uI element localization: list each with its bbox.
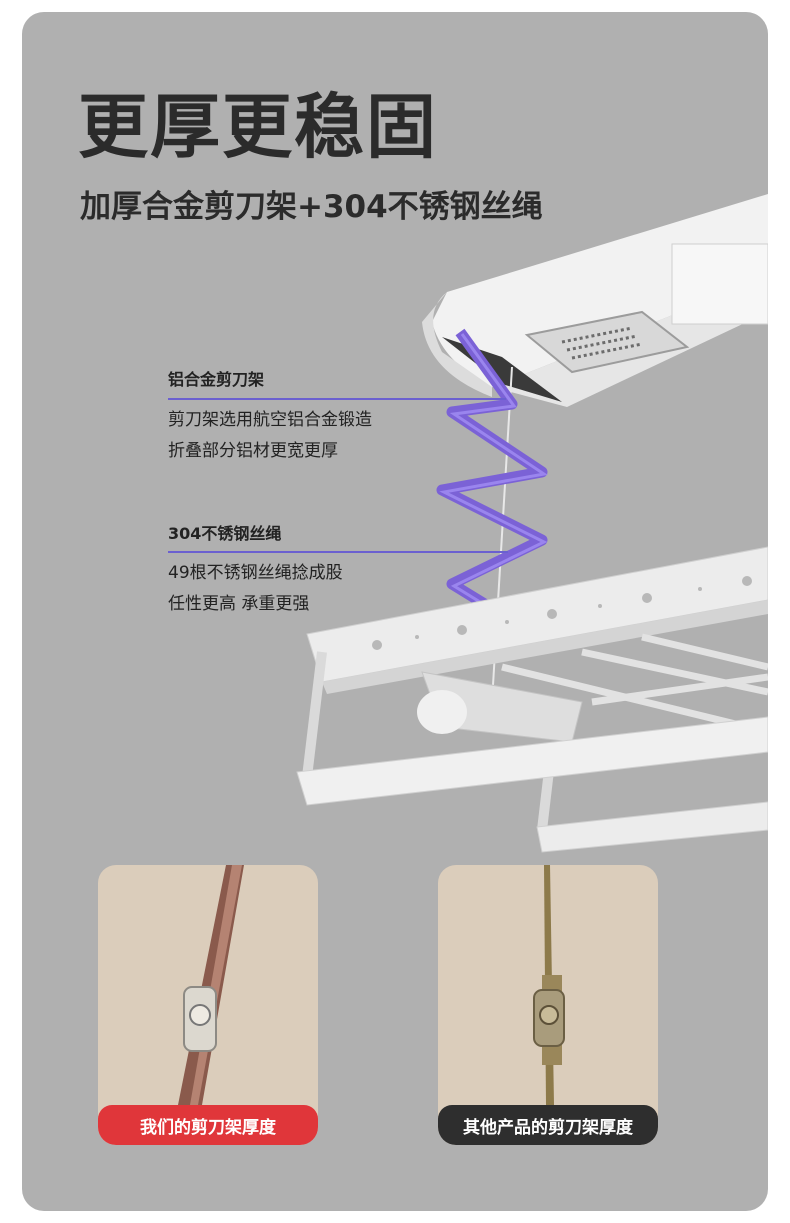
drying-rack-illustration xyxy=(296,194,768,853)
light-panel xyxy=(671,243,768,325)
drying-rods xyxy=(501,633,768,736)
callout-line: 折叠部分铝材更宽更厚 xyxy=(168,441,338,461)
callout-line: 任性更高 承重更强 xyxy=(168,594,310,614)
callout-label-aluminum-scissor: 铝合金剪刀架 xyxy=(168,370,265,389)
ceiling-unit xyxy=(432,194,768,387)
main-pole-shadow xyxy=(322,600,768,694)
scissor-arm-highlight xyxy=(439,333,548,631)
caption-others: 其他产品的剪刀架厚度 xyxy=(438,1105,658,1145)
hinge-bolt xyxy=(189,1004,211,1026)
arm-edge xyxy=(190,865,242,1105)
comparison-ours: 我们的剪刀架厚度 xyxy=(98,865,318,1145)
caption-ours: 我们的剪刀架厚度 xyxy=(98,1105,318,1145)
callout-line: 剪刀架选用航空铝合金锻造 xyxy=(168,410,372,430)
callout-rule xyxy=(168,551,508,553)
headline: 更厚更稳固 xyxy=(78,86,438,168)
callout-rule xyxy=(168,398,506,400)
callout-line: 49根不锈钢丝绳捻成股 xyxy=(168,563,343,583)
thin-scissor-arm-image xyxy=(533,865,565,1105)
ceiling-unit-edge xyxy=(422,292,492,397)
hinge xyxy=(417,690,467,734)
comparison-others: 其他产品的剪刀架厚度 xyxy=(438,865,658,1145)
promo-card: 更厚更稳固 加厚合金剪刀架+304不锈钢丝绳 xyxy=(22,12,768,1211)
hanging-pole xyxy=(536,801,768,853)
callout-desc-aluminum-scissor: 剪刀架选用航空铝合金锻造 折叠部分铝材更宽更厚 xyxy=(168,405,372,467)
pole-holes xyxy=(372,576,752,650)
thick-scissor-arm-image xyxy=(178,865,244,1105)
callout-desc-steel-rope: 49根不锈钢丝绳捻成股 任性更高 承重更强 xyxy=(168,558,343,620)
subheadline: 加厚合金剪刀架+304不锈钢丝绳 xyxy=(80,189,543,225)
vent-grille-icon xyxy=(524,310,690,374)
callout-label-steel-rope: 304不锈钢丝绳 xyxy=(168,524,282,543)
lower-pole xyxy=(296,716,768,806)
scissor-arm xyxy=(436,328,548,632)
hinge-bolt xyxy=(539,1005,559,1025)
